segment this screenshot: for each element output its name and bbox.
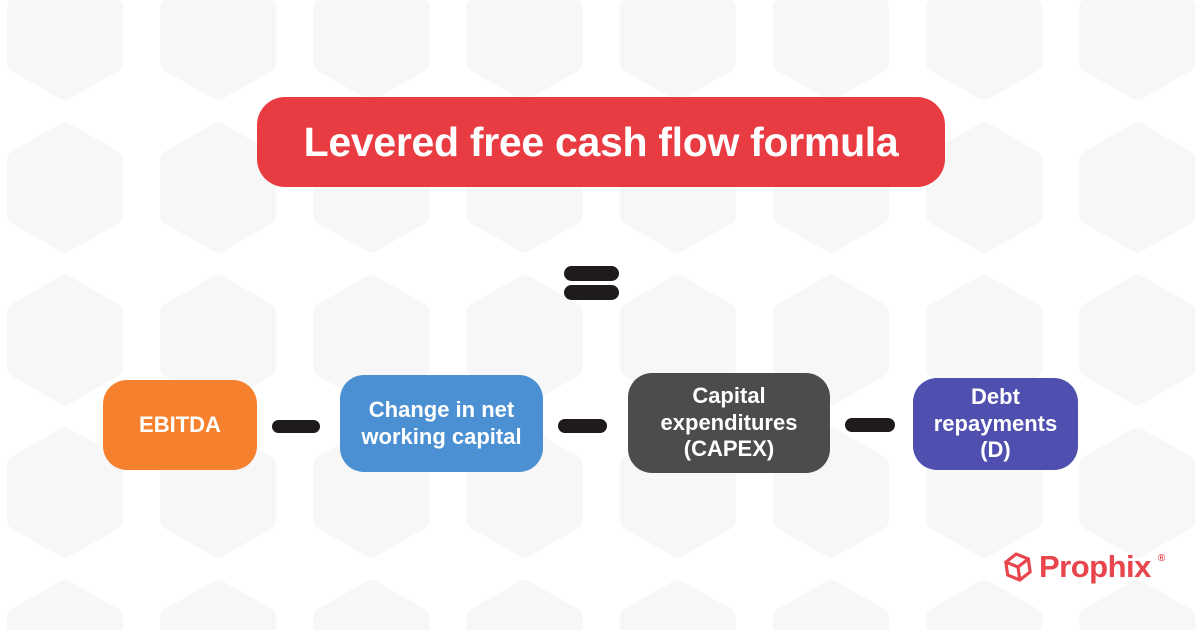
term-change-in-net-working-capital: Change in net working capital <box>340 375 543 472</box>
term-capital-expenditures-label: Capital expenditures (CAPEX) <box>660 382 798 462</box>
term-change-in-net-working-capital-label: Change in net working capital <box>361 396 522 449</box>
equals-operator <box>564 266 619 300</box>
term-ebitda: EBITDA <box>103 380 257 470</box>
minus-operator <box>272 420 320 433</box>
minus-operator <box>558 419 607 433</box>
brand-logo: Prophix ® <box>1003 549 1165 585</box>
registered-mark-icon: ® <box>1157 553 1166 564</box>
page-title: Levered free cash flow formula <box>303 118 899 165</box>
term-debt-repayments: Debt repayments (D) <box>913 378 1078 470</box>
term-ebitda-label: EBITDA <box>139 411 221 437</box>
brand-name: Prophix <box>1039 549 1151 584</box>
cube-icon <box>1004 552 1032 582</box>
term-debt-repayments-label: Debt repayments (D) <box>933 383 1058 463</box>
equals-bar-bottom <box>564 285 619 300</box>
title-banner: Levered free cash flow formula <box>257 97 945 187</box>
term-capital-expenditures: Capital expenditures (CAPEX) <box>628 373 830 473</box>
minus-operator <box>845 418 895 432</box>
equals-bar-top <box>564 266 619 281</box>
